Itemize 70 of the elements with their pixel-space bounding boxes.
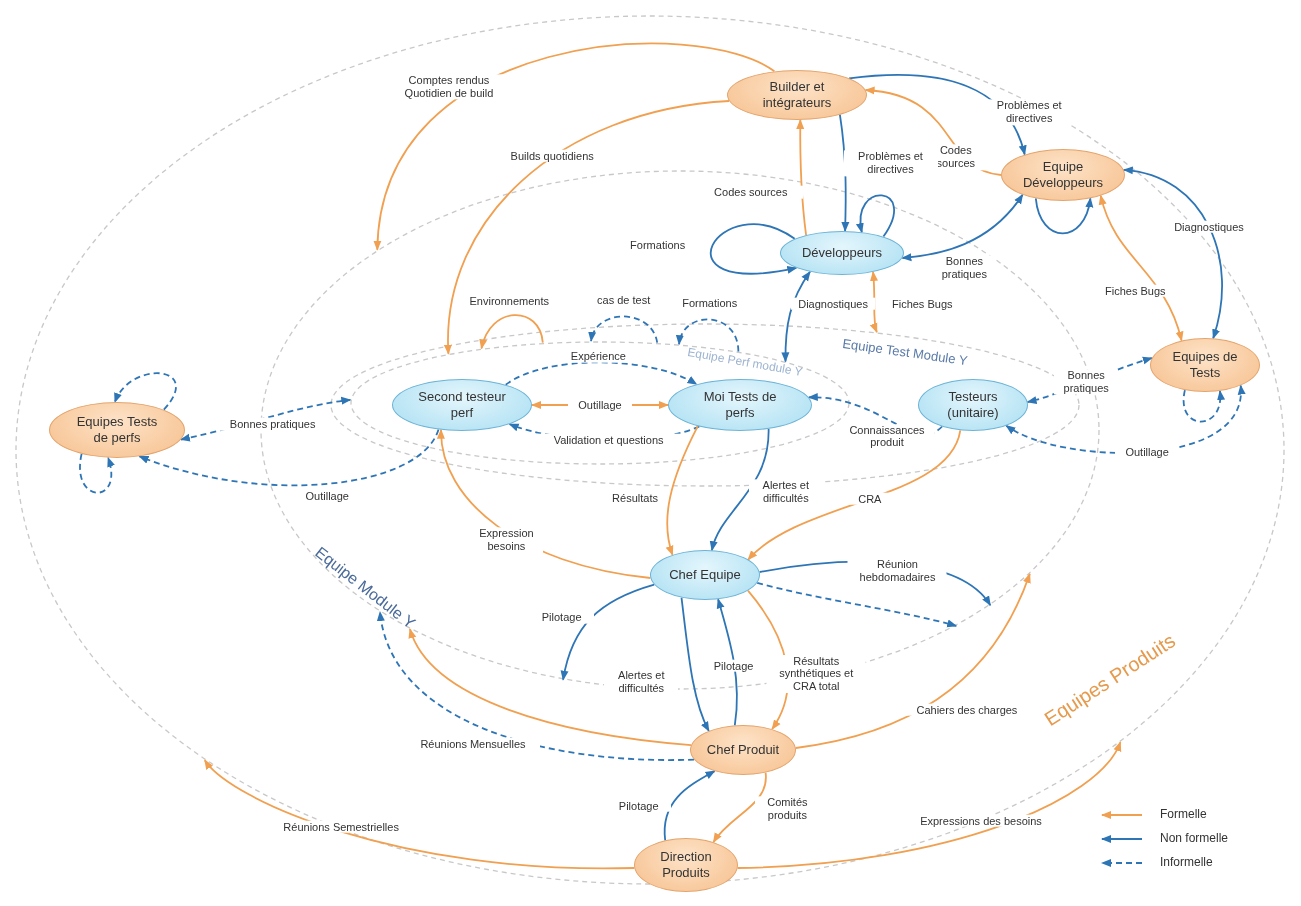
arrow xyxy=(409,628,692,746)
dashed-arrow xyxy=(179,397,352,442)
node-label: Développeurs xyxy=(801,245,883,261)
arrow xyxy=(864,87,1002,176)
dashed-arrow xyxy=(504,361,698,386)
arrow xyxy=(374,42,776,251)
arrow xyxy=(663,770,716,842)
node-label: Equipes de Tests xyxy=(1171,349,1239,381)
dashed-arrow xyxy=(1005,384,1244,454)
arrow xyxy=(839,113,850,232)
arrow xyxy=(901,193,1024,262)
edge-label: Problèmes et directives xyxy=(843,150,938,176)
node-label: Chef Produit xyxy=(706,742,780,758)
dashed-arrow xyxy=(677,318,740,353)
arrow xyxy=(560,583,656,681)
node-label: Equipes Tests de perfs xyxy=(75,414,159,446)
node-label: Moi Tests de perfs xyxy=(702,389,778,421)
role-ellipse xyxy=(650,550,760,600)
edge-label: Alertes et difficultés xyxy=(604,669,679,695)
arrow xyxy=(680,596,710,732)
arrow xyxy=(781,270,811,363)
arrow xyxy=(437,428,652,579)
group-label: Equipe Perf module Y xyxy=(686,345,804,379)
dashed-arrow xyxy=(138,428,440,487)
dashed-arrow xyxy=(79,453,115,494)
edge-label: Problèmes et directives xyxy=(987,99,1072,125)
arrow xyxy=(203,759,636,869)
arrow xyxy=(716,598,738,727)
node-label: Second testeur perf xyxy=(417,389,507,421)
arrow xyxy=(480,314,544,350)
node-label: Equipe Développeurs xyxy=(1021,159,1105,191)
legend-label: Formelle xyxy=(1160,807,1207,821)
node-label: Direction Produits xyxy=(659,849,713,881)
arrow xyxy=(758,561,992,607)
edge-label: Diagnostiques xyxy=(791,297,876,310)
arrow xyxy=(712,771,767,843)
dashed-arrow xyxy=(1182,389,1225,423)
edge-label: Bonnes pratiques xyxy=(1054,369,1119,395)
arrow xyxy=(747,589,789,730)
arrow xyxy=(1034,197,1093,235)
role-ellipse xyxy=(780,231,904,275)
edge-label: Résultats synthétiques et CRA total xyxy=(766,654,866,693)
node-label: Builder et intégrateurs xyxy=(761,79,833,111)
arrow xyxy=(1099,194,1183,342)
arrow xyxy=(710,428,770,552)
dashed-arrow xyxy=(1026,356,1153,404)
arrow xyxy=(794,572,1031,749)
group-label: Equipe Test Module Y xyxy=(841,335,969,369)
arrow xyxy=(856,194,895,238)
node-label: Chef Equipe xyxy=(669,567,741,583)
arrow xyxy=(736,741,1122,869)
arrow xyxy=(848,73,1026,156)
dashed-arrow xyxy=(377,611,695,761)
legend-label: Non formelle xyxy=(1160,831,1229,845)
dashed-arrow xyxy=(589,315,659,344)
dashed-arrow xyxy=(756,582,958,628)
legend-label: Informelle xyxy=(1160,855,1213,869)
arrow xyxy=(666,425,699,556)
arrow xyxy=(1122,167,1223,340)
arrow xyxy=(796,119,807,236)
node-label: Testeurs (unitaire) xyxy=(946,389,1000,421)
arrow xyxy=(531,401,669,409)
arrow xyxy=(869,271,878,334)
arrow xyxy=(747,429,962,561)
edge-label: Outillage xyxy=(568,398,632,412)
edge-label: CRA xyxy=(847,492,892,506)
edge-label: Alertes et difficultés xyxy=(748,479,823,505)
arrow xyxy=(444,100,730,355)
dashed-arrow xyxy=(114,372,177,411)
arrow xyxy=(709,223,798,275)
